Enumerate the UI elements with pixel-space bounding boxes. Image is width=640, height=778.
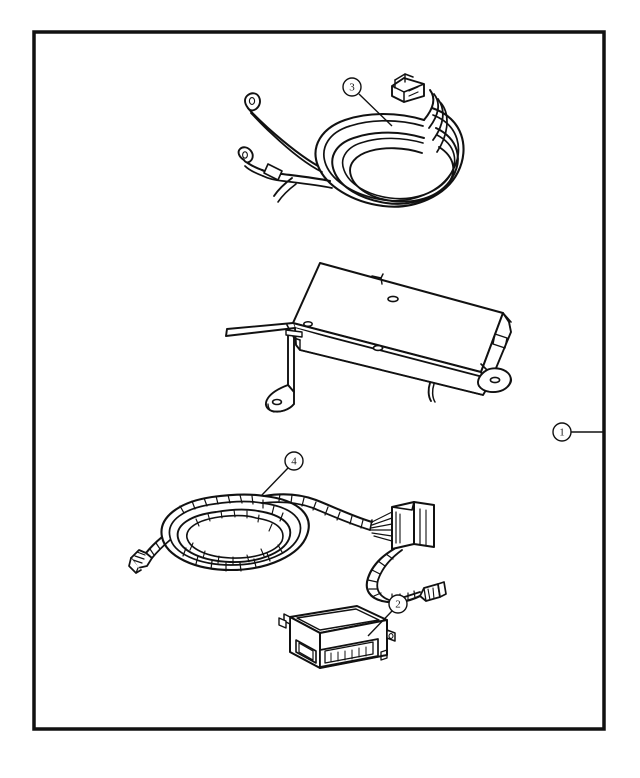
callout-3-leader: [358, 93, 393, 127]
callout-4-label: 4: [291, 456, 297, 468]
callout-3: 3: [342, 77, 393, 127]
callout-2-label: 2: [395, 599, 401, 611]
bracket-hole-center: [372, 344, 384, 352]
callout-1-circle: [552, 422, 572, 442]
callout-1: 1: [552, 422, 604, 442]
callout-4-leader: [260, 467, 289, 497]
callout-2-leader: [367, 610, 393, 637]
mounting-bracket-part: [225, 262, 512, 413]
callout-3-label: 3: [349, 82, 355, 94]
callout-2-circle: [388, 594, 408, 614]
callout-4-circle: [284, 451, 304, 471]
callout-1-label: 1: [559, 427, 565, 439]
bracket-tab-hole-right: [489, 376, 501, 384]
battery-cable-part: [237, 73, 465, 208]
control-module-part: [278, 605, 396, 669]
kit-boundary-frame: [32, 30, 606, 731]
callout-3-circle: [342, 77, 362, 97]
callout-4: 4: [260, 451, 304, 497]
bracket-tab-hole-left: [271, 398, 283, 406]
callout-2: 2: [367, 594, 408, 637]
bracket-hole-upper: [387, 295, 399, 303]
bracket-hole-left: [303, 320, 313, 328]
